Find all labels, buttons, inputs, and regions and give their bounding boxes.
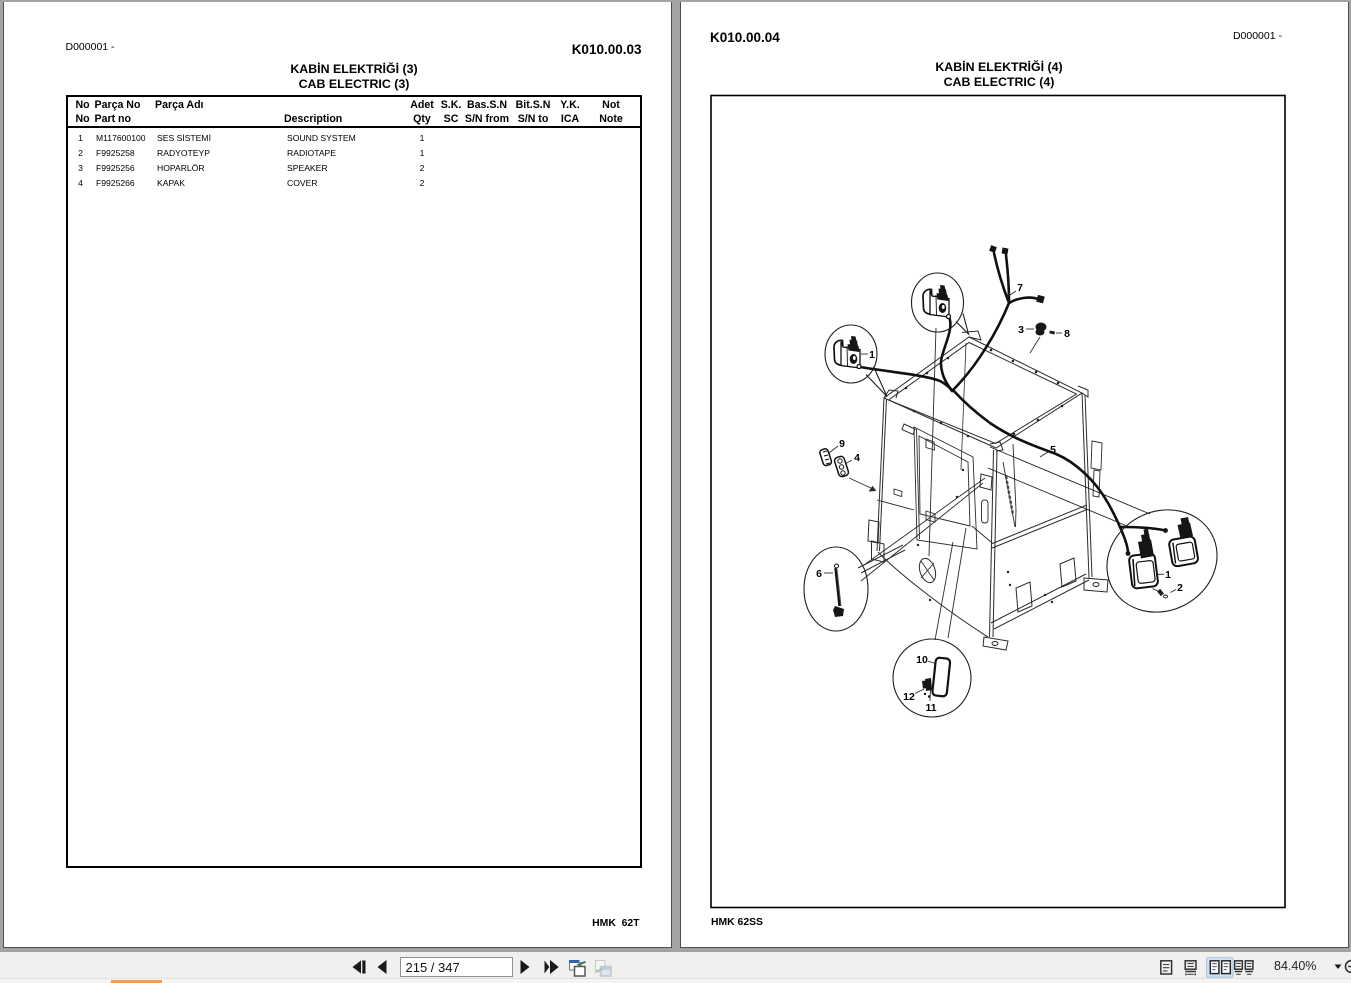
svg-text:7: 7 [1017, 282, 1023, 294]
svg-text:6: 6 [816, 568, 822, 580]
svg-text:1: 1 [1165, 569, 1171, 581]
svg-text:4: 4 [854, 452, 860, 464]
svg-text:10: 10 [916, 654, 928, 666]
svg-text:9: 9 [839, 438, 845, 450]
svg-text:1: 1 [869, 349, 875, 361]
svg-text:3: 3 [1018, 324, 1024, 336]
svg-text:12: 12 [903, 691, 915, 703]
svg-text:2: 2 [1177, 582, 1183, 594]
svg-text:8: 8 [1064, 328, 1070, 340]
svg-text:11: 11 [925, 702, 936, 714]
svg-text:5: 5 [1050, 444, 1056, 456]
